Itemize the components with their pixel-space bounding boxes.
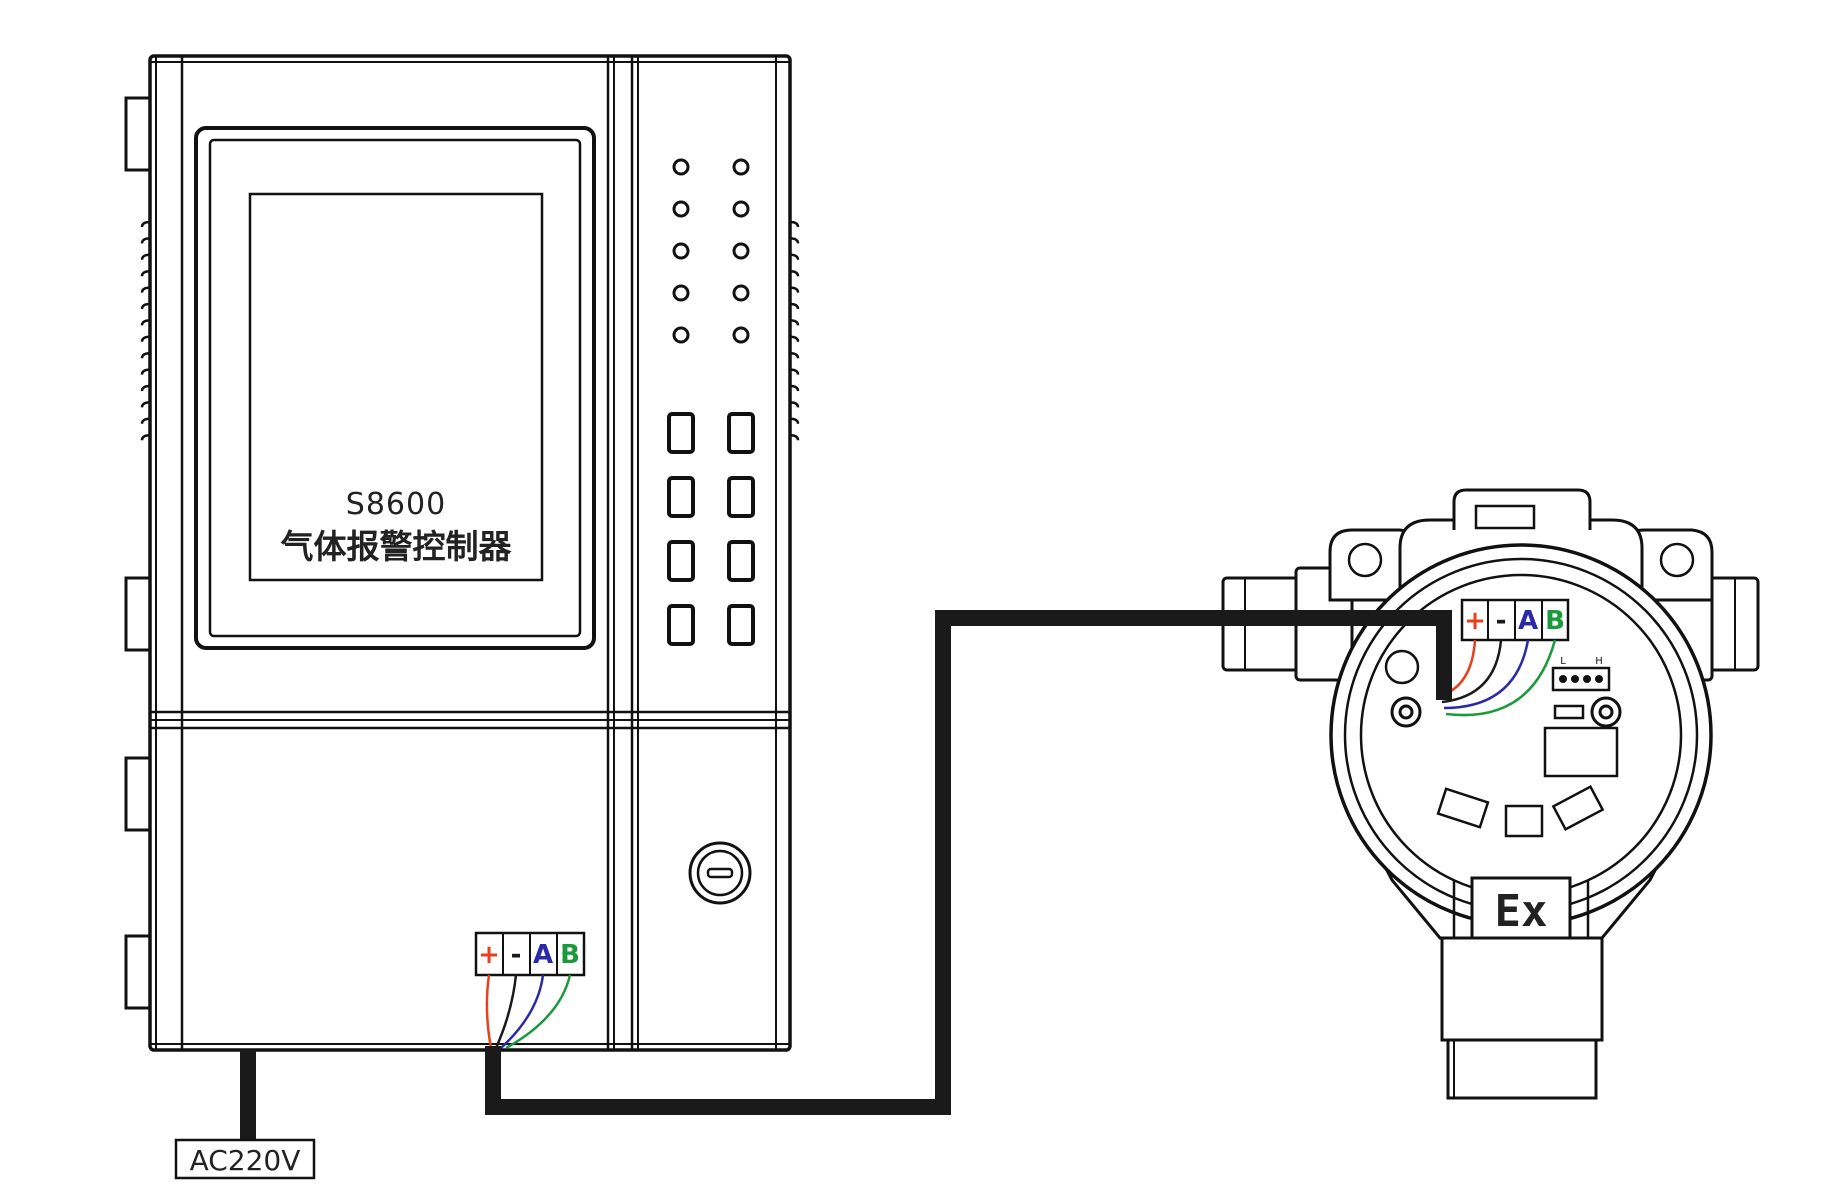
indicator-led (732, 200, 750, 218)
keypad-button[interactable] (667, 476, 695, 518)
door-lock-inner (696, 849, 744, 897)
vent-slot (789, 220, 800, 228)
vent-slot (140, 335, 151, 342)
detector-terminal-wires (1439, 639, 1557, 717)
vent-slot (140, 286, 151, 293)
vent-slot (140, 368, 151, 375)
keypad-button-grid[interactable] (667, 412, 755, 646)
vent-slot (140, 237, 151, 244)
keypad-button[interactable] (667, 412, 695, 454)
sensor-pad-right (1551, 784, 1605, 832)
sensor-pad-left (1436, 787, 1490, 829)
lcd-screen (248, 192, 544, 582)
vent-slot (140, 384, 151, 392)
vent-slots-left (140, 220, 151, 441)
vent-slot (140, 401, 151, 408)
keypad-button[interactable] (667, 540, 695, 582)
small-component (1553, 704, 1585, 720)
power-label-box: AC220V (174, 1138, 316, 1180)
keypad-button[interactable] (727, 476, 755, 518)
gas-detector (1221, 488, 1760, 1100)
vent-slot (140, 253, 151, 260)
connector-high-label: H (1595, 656, 1603, 667)
vent-slot (789, 433, 800, 441)
controller-terminal-block: + - A B (474, 931, 586, 977)
vent-slot (789, 384, 800, 392)
vent-slot (140, 220, 151, 228)
detector-terminal-minus: - (1496, 606, 1507, 636)
screen-bezel-outer (194, 126, 596, 650)
controller-model: S8600 (346, 487, 446, 522)
vent-slot (140, 433, 151, 441)
internal-port (1384, 649, 1420, 685)
vent-slot (789, 335, 800, 342)
screw-right (1590, 696, 1622, 728)
indicator-led (672, 158, 690, 176)
indicator-led (732, 326, 750, 344)
controller-name: 气体报警控制器 (281, 527, 513, 566)
screw-left (1390, 696, 1422, 728)
detector-terminal-plus: + (1464, 606, 1486, 636)
indicator-led (672, 326, 690, 344)
vent-slot (789, 269, 800, 277)
signal-cable (485, 610, 1452, 1115)
connector-low-label: L (1560, 656, 1566, 667)
sensor-pad-center (1504, 804, 1544, 838)
vent-slot (140, 319, 151, 326)
vent-slot (140, 417, 151, 424)
circuit-chip (1543, 726, 1619, 778)
indicator-led (732, 242, 750, 260)
keypad-button[interactable] (727, 540, 755, 582)
indicator-led-grid (672, 158, 750, 344)
vent-slot (789, 302, 800, 310)
vent-slot (789, 417, 800, 424)
vent-slots-right (789, 220, 800, 441)
ex-mark: Ex (1495, 886, 1548, 937)
vent-slot (789, 401, 800, 408)
controller-terminal-a: A (533, 940, 553, 970)
detector-terminal-a: A (1518, 606, 1538, 636)
four-pin-connector: L H (1551, 656, 1611, 692)
indicator-led (732, 158, 750, 176)
indicator-led (732, 284, 750, 302)
sensor-cap (1446, 1038, 1598, 1100)
vent-slot (789, 319, 800, 326)
power-label: AC220V (190, 1144, 301, 1177)
door-lock-outer (688, 841, 752, 905)
vent-slot (789, 286, 800, 293)
vent-slot (140, 269, 151, 277)
sensor-body (1440, 936, 1604, 1042)
controller-terminal-b: B (560, 940, 580, 970)
screen-bezel-inner (208, 138, 582, 638)
vent-slot (140, 302, 151, 310)
vent-slot (789, 368, 800, 375)
door-lock-slot (706, 867, 734, 879)
detector-terminal-block: + - A B (1460, 598, 1570, 642)
controller-cabinet (124, 54, 792, 1052)
vent-slot (140, 351, 151, 359)
vent-slot (789, 237, 800, 244)
controller-terminal-plus: + (478, 940, 500, 970)
indicator-led (672, 242, 690, 260)
keypad-button[interactable] (727, 604, 755, 646)
detector-terminal-b: B (1545, 606, 1565, 636)
vent-slot (789, 351, 800, 359)
indicator-led (672, 200, 690, 218)
keypad-button[interactable] (667, 604, 695, 646)
keypad-button[interactable] (727, 412, 755, 454)
vent-slot (789, 253, 800, 260)
indicator-led (672, 284, 690, 302)
controller-terminal-minus: - (511, 940, 522, 970)
cabinet-body (148, 54, 792, 1052)
controller-terminal-wires (485, 974, 572, 1050)
